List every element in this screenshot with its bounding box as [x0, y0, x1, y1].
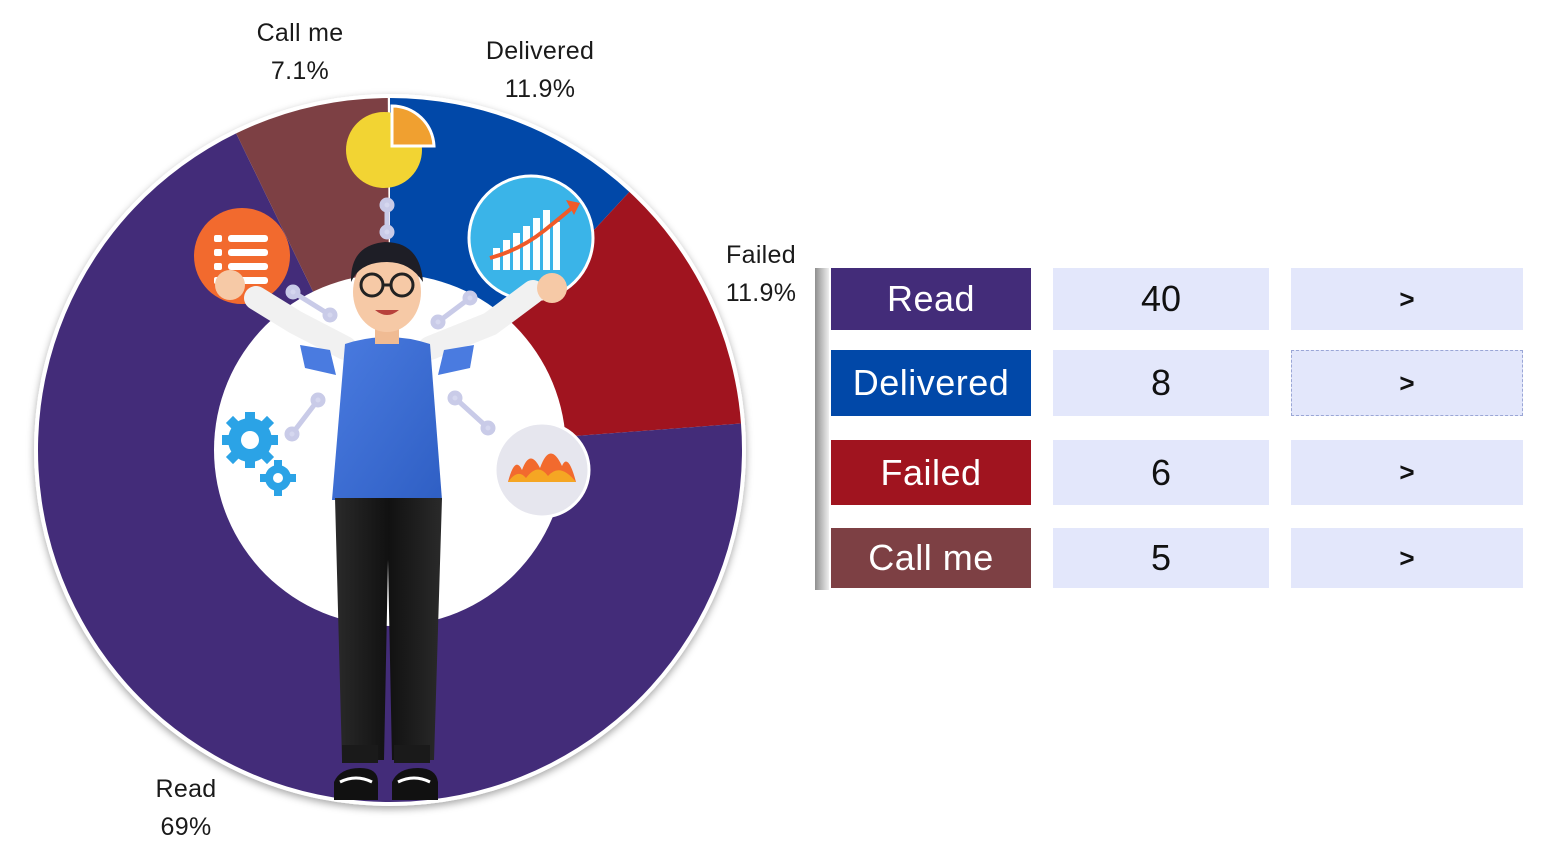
- row-action-button[interactable]: >: [1291, 268, 1523, 330]
- count-cell: 8: [1053, 350, 1269, 416]
- status-cell: Failed: [831, 440, 1031, 505]
- slice-label-delivered: Delivered 11.9%: [470, 32, 610, 108]
- count-cell: 6: [1053, 440, 1269, 505]
- slice-name: Failed: [726, 241, 796, 269]
- slice-label-failed: Failed 11.9%: [712, 236, 810, 312]
- slice-name: Delivered: [485, 37, 595, 65]
- area-chart-icon: [493, 421, 591, 519]
- row-action-button[interactable]: >: [1291, 440, 1523, 505]
- slice-name: Call me: [256, 19, 344, 47]
- gears-icon: [222, 412, 296, 496]
- pie-chart-icon: [346, 104, 436, 188]
- row-action-button[interactable]: >: [1291, 528, 1523, 588]
- table-divider: [815, 268, 829, 590]
- status-cell: Delivered: [831, 350, 1031, 416]
- status-cell: Read: [831, 268, 1031, 330]
- row-action-button[interactable]: >: [1291, 350, 1523, 416]
- slice-percent: 69%: [160, 813, 212, 841]
- slice-percent: 11.9%: [504, 75, 576, 103]
- connector-lines: [284, 197, 496, 442]
- bar-chart-growth-icon: [467, 174, 595, 302]
- donut-chart: [34, 94, 746, 806]
- slice-label-call-me: Call me 7.1%: [240, 14, 360, 90]
- count-cell: 5: [1053, 528, 1269, 588]
- slice-label-read: Read 69%: [136, 770, 236, 846]
- slice-percent: 7.1%: [270, 57, 330, 85]
- status-cell: Call me: [831, 528, 1031, 588]
- person-illustration: [194, 104, 595, 800]
- slice-name: Read: [155, 775, 217, 803]
- count-cell: 40: [1053, 268, 1269, 330]
- slice-percent: 11.9%: [725, 279, 797, 307]
